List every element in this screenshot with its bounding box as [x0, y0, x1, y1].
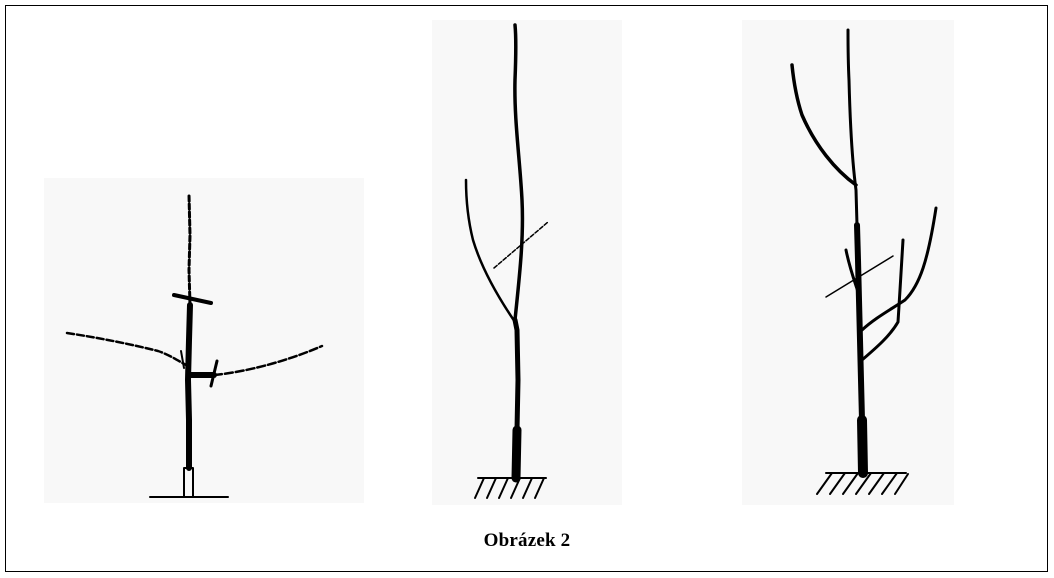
panel-2-background [432, 20, 622, 505]
tree-1 [65, 193, 324, 498]
tree-1-dashed-leader [187, 193, 192, 307]
tree-3-upper-left-branch [790, 63, 858, 187]
tree-1-right-branch [212, 344, 324, 377]
tree-2-leader [513, 23, 525, 322]
tree-3 [790, 28, 938, 495]
tree-2-cut-line [493, 221, 549, 269]
tree-2 [464, 23, 549, 499]
tree-2-trunk [512, 317, 521, 433]
panel-1-background [44, 178, 364, 503]
tree-3-trunk-base [857, 415, 868, 478]
tree-3-second-right-branch [860, 238, 905, 362]
tree-3-trunk [854, 222, 865, 423]
tree-1-right-cut [209, 359, 219, 388]
tree-1-left-cut [180, 350, 185, 369]
tree-3-small-left-branch [844, 248, 861, 297]
tree-3-cut-line [825, 255, 894, 298]
tree-1-trunk [185, 302, 193, 471]
tree-3-ground-hatch [816, 472, 909, 495]
tree-3-lower-right-branch [860, 206, 938, 332]
tree-2-side-branch [464, 178, 517, 324]
tree-3-upper-leader [846, 28, 859, 227]
tree-2-trunk-base [511, 425, 522, 483]
figure-caption: Obrázek 2 [483, 530, 571, 551]
tree-1-top-cut [172, 293, 213, 305]
tree-1-left-branch [65, 331, 190, 368]
